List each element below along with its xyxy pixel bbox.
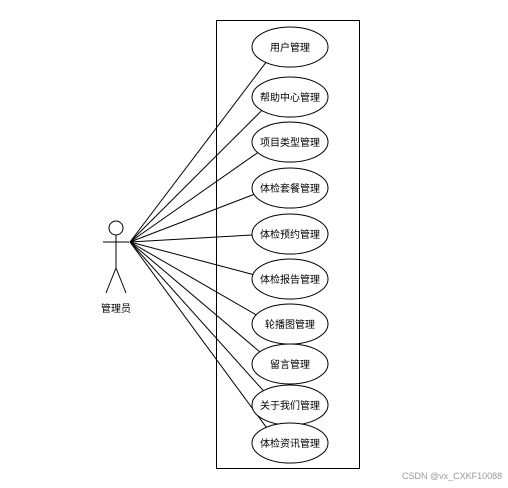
actor-left-leg [105, 267, 117, 294]
association-line [129, 110, 263, 243]
use-case: 体检报告管理 [251, 258, 329, 300]
association-line [129, 152, 259, 243]
use-case-ellipse [251, 343, 329, 385]
association-line [129, 241, 264, 392]
association-line [129, 241, 267, 428]
association-line [129, 241, 254, 275]
association-line [129, 241, 257, 316]
association-lines [129, 62, 267, 428]
use-case-label: 用户管理 [270, 41, 310, 54]
use-case-label: 关于我们管理 [260, 399, 320, 412]
use-case: 轮播图管理 [251, 303, 329, 345]
use-case-ellipse [251, 422, 329, 464]
association-line [129, 193, 255, 243]
use-case-ellipse [251, 258, 329, 300]
actor-label: 管理员 [101, 302, 131, 315]
association-line [129, 234, 253, 243]
use-case-label: 体检预约管理 [260, 228, 320, 241]
use-case-ellipse [251, 167, 329, 209]
use-case-label: 体检套餐管理 [260, 182, 320, 195]
use-case-label: 体检资讯管理 [260, 437, 320, 450]
association-line [129, 241, 261, 353]
actor-admin: 管理员 [101, 220, 131, 315]
system-boundary [216, 20, 360, 469]
use-case-label: 帮助中心管理 [260, 91, 320, 104]
use-case: 体检套餐管理 [251, 167, 329, 209]
use-case-ellipse [251, 26, 329, 68]
use-case-label: 留言管理 [270, 358, 310, 371]
use-case-label: 项目类型管理 [260, 136, 320, 149]
use-case-label: 体检报告管理 [260, 273, 320, 286]
use-case-ellipse [251, 213, 329, 255]
use-case: 体检资讯管理 [251, 422, 329, 464]
use-case-list: 用户管理帮助中心管理项目类型管理体检套餐管理体检预约管理体检报告管理轮播图管理留… [251, 26, 329, 464]
use-case-label: 轮播图管理 [265, 318, 315, 331]
watermark: CSDN @vx_CXKF10088 [402, 471, 503, 481]
use-case: 项目类型管理 [251, 121, 329, 163]
actor-right-leg [115, 267, 127, 294]
association-line [129, 62, 267, 243]
actor-head [108, 220, 124, 236]
use-case-ellipse [251, 76, 329, 118]
use-case: 体检预约管理 [251, 213, 329, 255]
use-case-ellipse [251, 121, 329, 163]
use-case: 帮助中心管理 [251, 76, 329, 118]
use-case: 留言管理 [251, 343, 329, 385]
use-case: 关于我们管理 [251, 384, 329, 426]
use-case: 用户管理 [251, 26, 329, 68]
